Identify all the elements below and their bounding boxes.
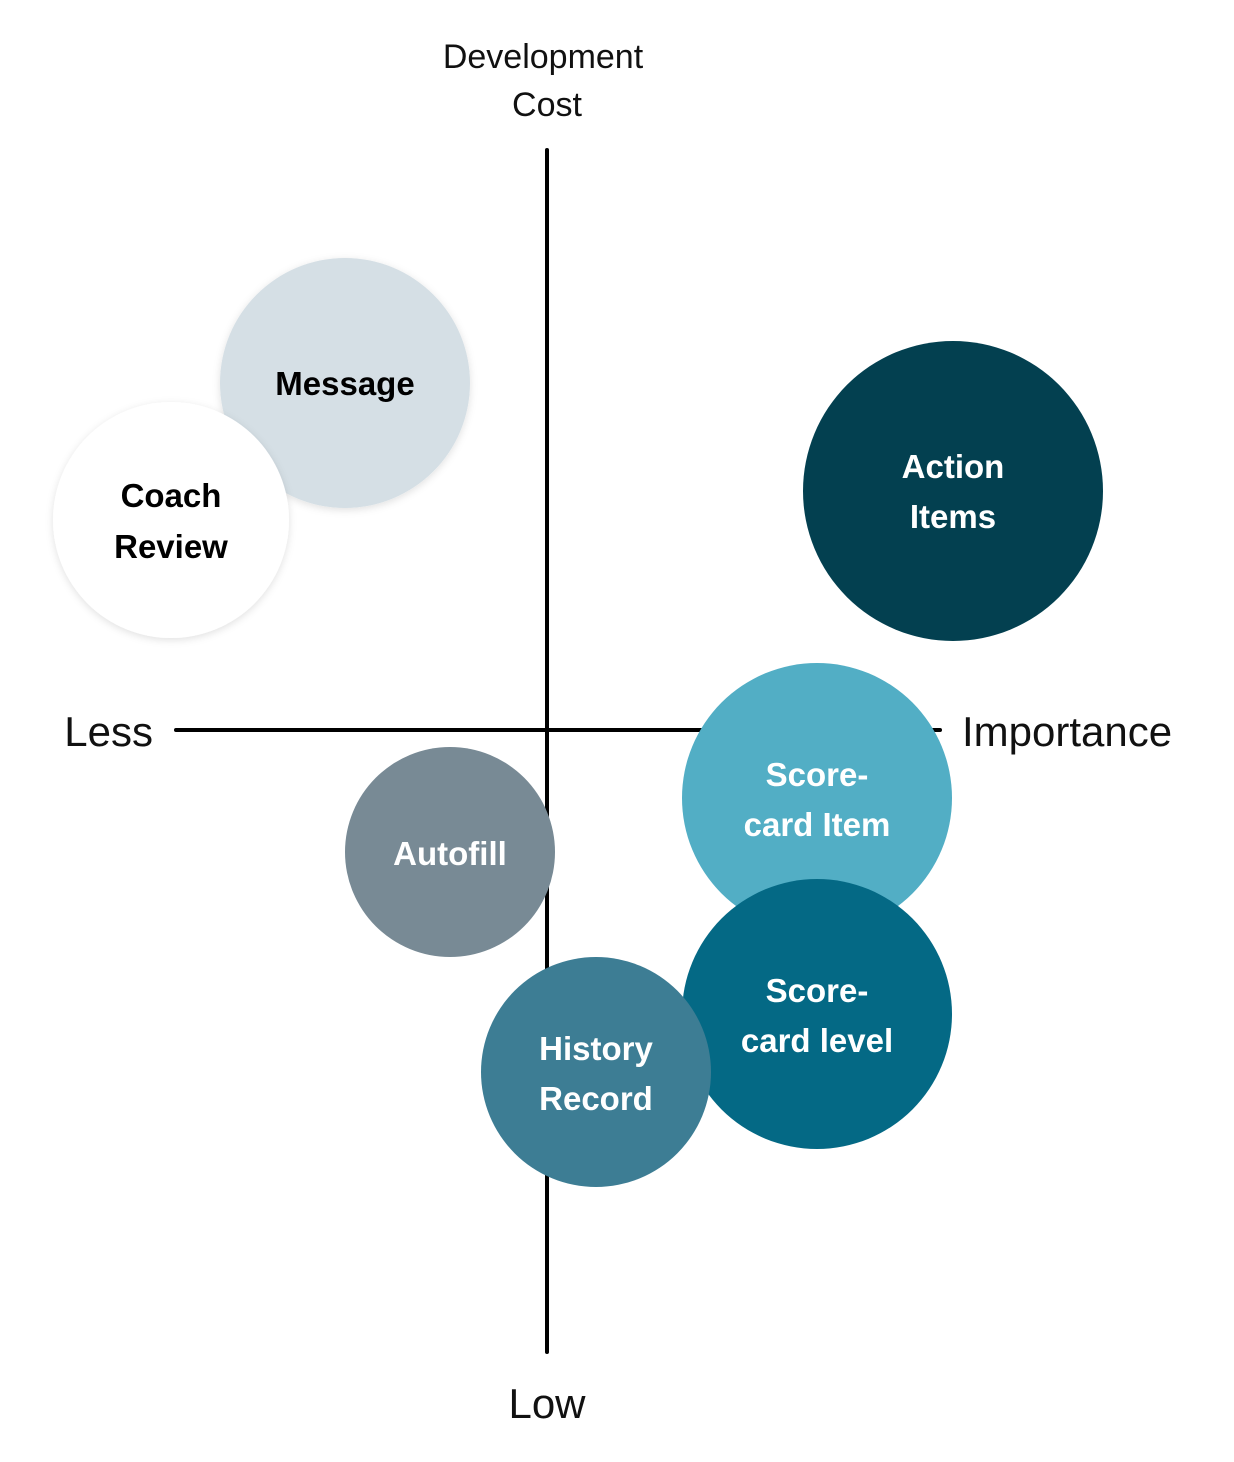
bubble-coach-review: Coach Review [53, 402, 289, 638]
bubble-autofill-label: Autofill [393, 835, 507, 872]
bubble-history-record-circle [481, 957, 711, 1187]
bubble-coach-review-label-line-1: Coach [121, 477, 222, 514]
vertical-axis-top-label-line-1: Development [443, 38, 644, 76]
bubble-scorecard-item: Score- card Item [682, 663, 952, 933]
horizontal-axis-left-label: Less [64, 708, 153, 755]
bubble-message: Message [220, 258, 470, 508]
bubble-scorecard-level-label-line-2: card level [741, 1022, 893, 1059]
bubble-coach-review-circle [53, 402, 289, 638]
bubble-autofill-circle [345, 747, 555, 957]
bubble-message-label: Message [275, 365, 414, 402]
bubble-action-items-circle [803, 341, 1103, 641]
bubble-scorecard-item-label-line-1: Score- [766, 756, 869, 793]
bubble-message-circle [220, 258, 470, 508]
vertical-axis-top-label-line-2: Cost [512, 86, 582, 124]
bubble-action-items: Action Items [803, 341, 1103, 641]
bubble-history-record-label-line-1: History [539, 1030, 653, 1067]
bubble-scorecard-level-label-line-1: Score- [766, 972, 869, 1009]
bubble-action-items-label-line-1: Action [902, 448, 1005, 485]
bubble-scorecard-level: Score- card level [682, 879, 952, 1149]
bubble-history-record-label-line-2: Record [539, 1080, 653, 1117]
bubble-history-record: History Record [481, 957, 711, 1187]
bubble-action-items-label-line-2: Items [910, 498, 996, 535]
bubble-scorecard-level-circle [682, 879, 952, 1149]
bubble-autofill: Autofill [345, 747, 555, 957]
vertical-axis-bottom-label: Low [508, 1380, 586, 1427]
bubble-scorecard-item-label-line-2: card Item [744, 806, 891, 843]
horizontal-axis-right-label: Importance [962, 708, 1172, 755]
bubble-scorecard-item-circle [682, 663, 952, 933]
bubble-coach-review-label-line-2: Review [114, 528, 228, 565]
